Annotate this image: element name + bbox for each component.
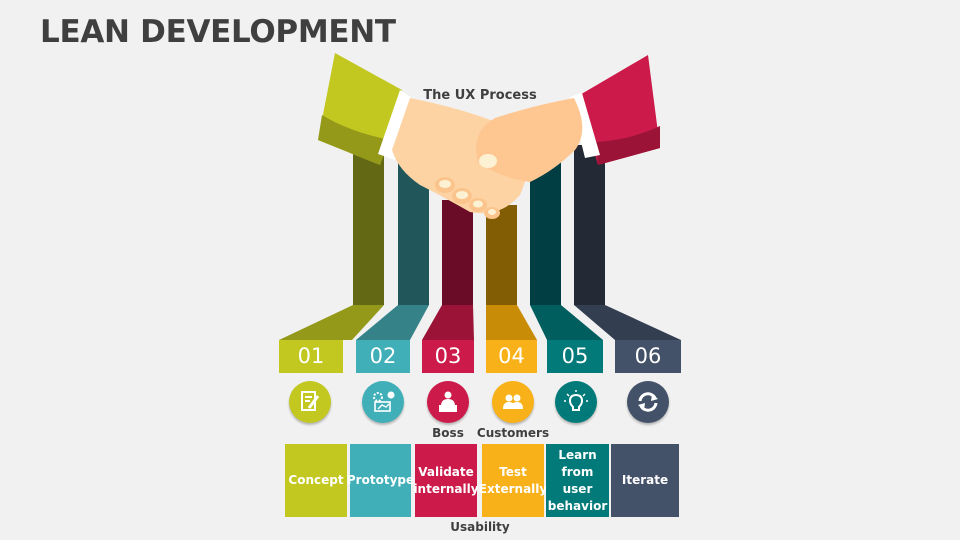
process-subtitle: The UX Process (423, 88, 537, 103)
step-learn-from-user-behavior: Learn from user behavior (546, 444, 609, 517)
refresh-cycle-icon (627, 381, 669, 423)
ribbon-3 (442, 200, 473, 305)
boss-label: Boss (432, 426, 464, 440)
step-number-01: 01 (279, 340, 343, 373)
step-test-externally: Test Externally (479, 444, 547, 517)
step-prototype: Prototype (347, 444, 414, 517)
boss-presenter-icon (427, 381, 469, 423)
customers-group-icon (492, 381, 534, 423)
step-validate-internally: Validate internally (413, 444, 479, 517)
document-edit-icon (289, 381, 331, 423)
step-iterate: Iterate (611, 444, 679, 517)
ribbon-1 (353, 150, 384, 305)
step-number-06: 06 (615, 340, 681, 373)
usability-label: Usability (450, 520, 510, 534)
step-number-03: 03 (422, 340, 474, 373)
customers-label: Customers (476, 426, 550, 440)
ribbon-6 (574, 145, 605, 305)
step-concept: Concept (285, 444, 347, 517)
step-number-05: 05 (547, 340, 603, 373)
step-number-04: 04 (486, 340, 537, 373)
ribbon-4 (486, 205, 517, 305)
step-number-02: 02 (356, 340, 410, 373)
prototype-gear-icon (362, 381, 404, 423)
lightbulb-icon (555, 381, 597, 423)
slide-title: LEAN DEVELOPMENT (40, 14, 396, 50)
